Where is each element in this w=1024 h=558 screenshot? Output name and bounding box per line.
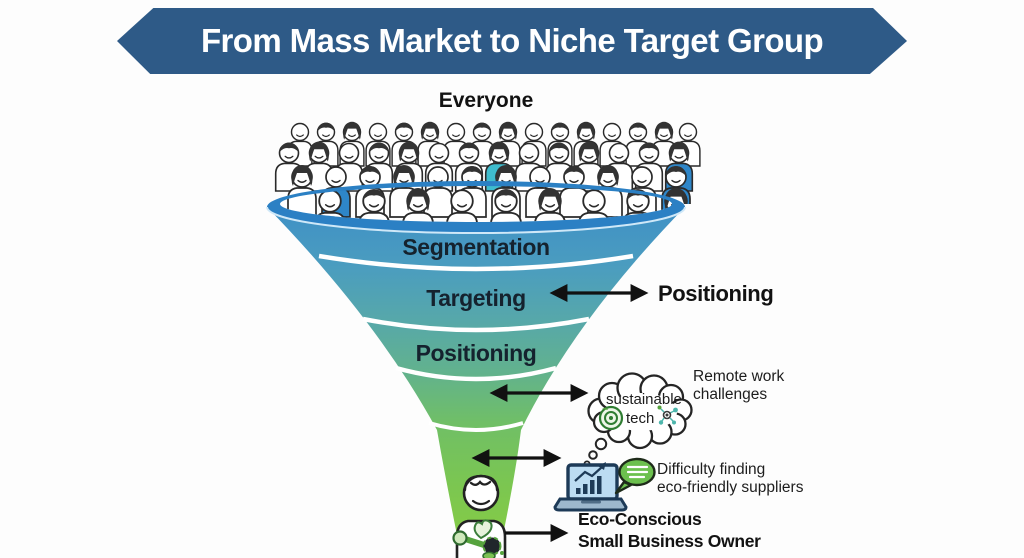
green-tool-icon xyxy=(452,530,504,558)
divider-3 xyxy=(395,365,557,382)
arrows xyxy=(471,284,649,542)
divider-1 xyxy=(318,253,634,272)
divider-2 xyxy=(362,316,590,333)
funnel-rim xyxy=(266,180,685,234)
remote-work-label: Remote work challenges xyxy=(693,368,785,403)
divider-4 xyxy=(428,421,524,432)
eco-spiral-icon xyxy=(598,405,624,431)
page-title: From Mass Market to Niche Target Group xyxy=(200,22,824,59)
bubble-word-sustainable: sustainable xyxy=(606,391,682,408)
laptop-chart-icon xyxy=(553,462,628,512)
speech-bubble-icon xyxy=(614,457,656,495)
bubble-word-tech: tech xyxy=(626,410,655,427)
title-banner: From Mass Market to Niche Target Group xyxy=(117,8,907,74)
stage-label-positioning: Positioning xyxy=(415,340,537,366)
molecule-icon xyxy=(657,405,678,425)
eco-person-icon xyxy=(452,474,507,558)
crowd-icon xyxy=(274,121,701,222)
persona-label: Eco-Conscious Small Business Owner xyxy=(578,509,761,551)
thought-bubble-icon xyxy=(583,372,693,468)
difficulty-label: Difficulty finding eco-friendly supplier… xyxy=(657,461,804,496)
leaf-heart-icon xyxy=(473,519,493,540)
rim-edge-highlight xyxy=(266,206,686,234)
stage-label-targeting: Targeting xyxy=(426,285,526,311)
positioning-callout-label: Positioning xyxy=(658,281,774,306)
everyone-label: Everyone xyxy=(438,89,534,112)
stage-label-segmentation: Segmentation xyxy=(402,234,550,260)
